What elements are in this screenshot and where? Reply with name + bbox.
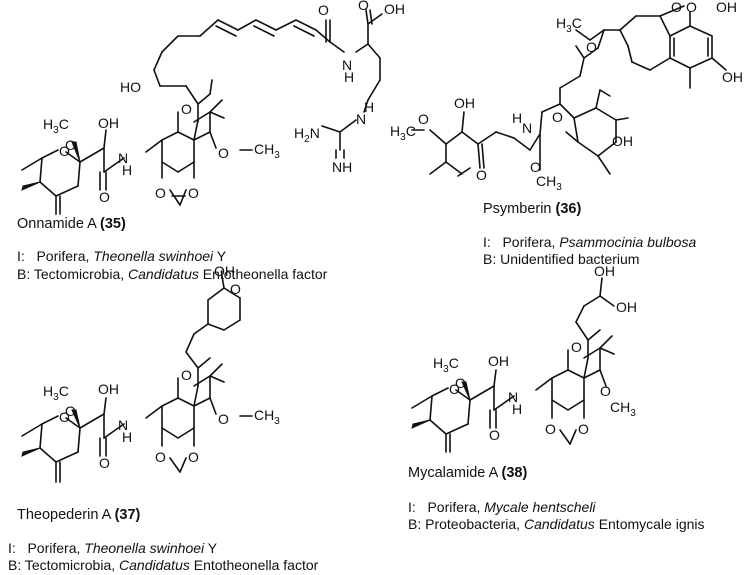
psymberin-oh-label: OH [612,133,633,149]
psymberin-carbonyl2-o-label: O [476,167,487,183]
psymberin-nh-n-label: N [522,120,532,136]
mycalamide-acetal-o1-label: O [545,421,556,437]
onnamide-oh-label: OH [98,115,119,131]
theopederin-acetal-o1-label: O [155,449,166,465]
onnamide-amide-n-label: N [342,57,352,73]
psymberin-phenol2-label: OH [722,69,743,85]
onnamide-host: I: Porifera, Theonella swinhoei Y [17,248,227,264]
theopederin-ring-o-label: O [59,409,70,425]
psymberin-pyran-o-label: O [552,109,563,125]
onnamide-h-label: H [122,162,132,178]
mycalamide-symbiont: B: Proteobacteria, Candidatus Entomycale… [408,516,705,532]
psymberin-nh-h-label: H [512,110,522,126]
theopederin-a-structure [21,275,253,483]
theopederin-symbiont: B: Tectomicrobia, Candidatus Entotheonel… [8,557,319,573]
psymberin-lactone-o-label: O [686,0,697,15]
onnamide-guan-nh-label: N [356,111,366,127]
mycalamide-h3c-label: H3C [433,355,459,375]
onnamide-ome-label: H3C [43,116,69,136]
psymberin-oh2-label: OH [454,95,475,111]
theopederin-nh-n-label: N [118,417,128,433]
onnamide-acetal-o2-label: O [188,185,199,201]
onnamide-name: Onnamide A (35) [17,216,126,232]
mycalamide-a-structure [411,277,615,453]
onnamide-amide-o-label: O [318,2,329,18]
theopederin-carbonyl-o-label: O [99,455,110,471]
theopederin-lactol-oh-label: OH [214,263,235,279]
mycalamide-oh-label: OH [488,353,509,369]
mycalamide-diol-oh2-label: OH [616,299,637,315]
theopederin-ome2-o-label: O [218,411,229,427]
theopederin-thp-o-label: O [230,281,241,297]
mycalamide-ome2-o-label: O [600,383,611,399]
theopederin-acetal-o2-label: O [188,449,199,465]
onnamide-ring-o-label: O [59,143,70,159]
onnamide-h2n-label: H2N [294,125,320,145]
onnamide-guan-h-label: H [364,99,374,115]
mycalamide-acetal-o2-label: O [578,421,589,437]
mycalamide-host: I: Porifera, Mycale hentscheli [408,499,596,515]
mycalamide-ring-o-label: O [449,381,460,397]
psymberin-ch3-label: CH3 [536,173,562,193]
onnamide-amide-h-label: H [344,69,354,85]
onnamide-ome-o-label: O [65,137,76,153]
onnamide-ch3-label: CH3 [254,141,280,161]
psymberin-h3co-label: H3C [390,123,416,143]
psymberin-structure [411,5,727,177]
psymberin-host: I: Porifera, Psammocinia bulbosa [483,234,697,250]
onnamide-acid-o-label: O [358,0,369,13]
onnamide-acetal-o1-label: O [155,185,166,201]
psymberin-o-label: O [418,111,429,127]
mycalamide-nh-h-label: H [512,401,522,417]
onnamide-pyran-o-label: O [181,101,192,117]
mycalamide-pyran-o-label: O [571,339,582,355]
psymberin-ome2-o-label: O [530,159,541,175]
theopederin-name: Theopederin A (37) [17,507,141,523]
mycalamide-ome-o-label: O [455,375,466,391]
onnamide-symbiont: B: Tectomicrobia, Candidatus Entotheonel… [17,266,328,282]
psymberin-symbiont: B: Unidentified bacterium [483,251,640,267]
psymberin-carbonyl-o-label: O [671,0,682,15]
onnamide-a-structure [21,9,383,215]
theopederin-ome-o-label: O [65,403,76,419]
theopederin-pyran-o-label: O [181,367,192,383]
onnamide-imine-nh-label: NH [332,159,352,175]
mycalamide-carbonyl-o-label: O [489,427,500,443]
theopederin-host: I: Porifera, Theonella swinhoei Y [8,540,218,556]
psymberin-name: Psymberin (36) [483,201,582,217]
onnamide-ome2-label: O [218,145,229,161]
mycalamide-diol-oh1-label: OH [594,263,615,279]
theopederin-nh-h-label: H [122,429,132,445]
onnamide-ho-label: HO [120,79,141,95]
theopederin-ch3-label: CH3 [254,407,280,427]
psymberin-ome-h3c-label: H3C [556,15,582,35]
onnamide-acid-oh-label: OH [384,1,405,17]
psymberin-ome-o-label: O [586,39,597,55]
mycalamide-name: Mycalamide A (38) [408,465,528,481]
theopederin-oh-label: OH [98,381,119,397]
theopederin-h3c-label: H3C [43,383,69,403]
mycalamide-ch3-label: CH3 [610,399,636,419]
onnamide-carbonyl-o-label: O [99,189,110,205]
psymberin-phenol1-label: OH [716,0,737,15]
mycalamide-nh-n-label: N [508,389,518,405]
onnamide-nh-label: N [118,150,128,166]
